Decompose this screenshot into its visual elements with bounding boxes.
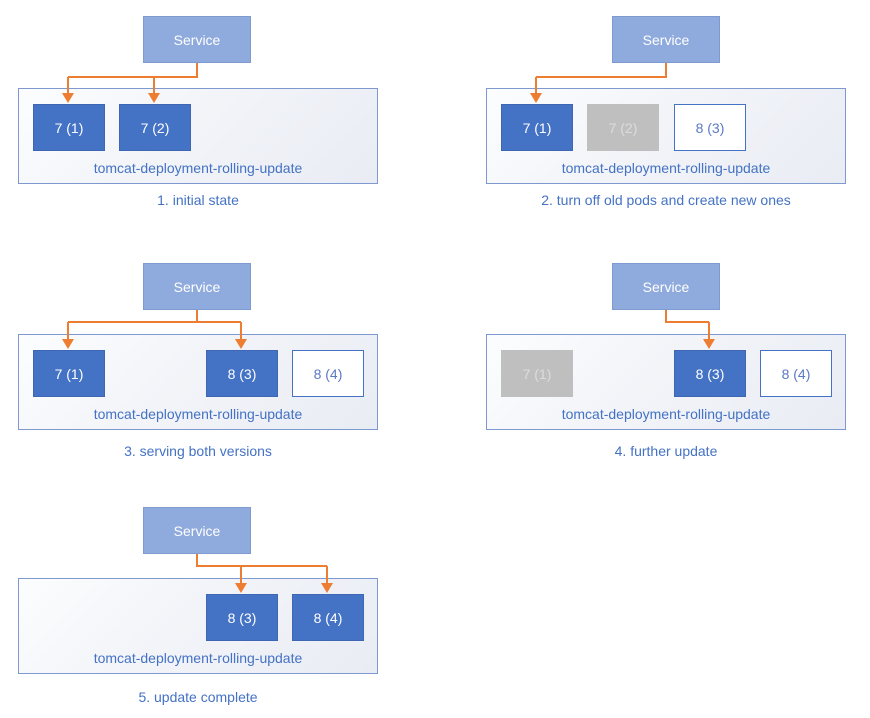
- panel-caption: 3. serving both versions: [124, 443, 272, 459]
- service-box: Service: [143, 16, 251, 63]
- service-label: Service: [173, 31, 221, 48]
- pod-label: 8 (3): [227, 365, 257, 382]
- pod-7-2: 7 (2): [587, 104, 659, 151]
- deployment-box: 7 (1) 8 (3) 8 (4) tomcat-deployment-roll…: [486, 334, 846, 430]
- pod-label: 7 (1): [522, 119, 552, 136]
- pod-label: 8 (4): [781, 365, 811, 382]
- pod-label: 7 (2): [140, 119, 170, 136]
- pod-label: 7 (1): [522, 365, 552, 382]
- service-label: Service: [173, 522, 221, 539]
- service-box: Service: [612, 263, 720, 310]
- pod-label: 8 (3): [695, 119, 725, 136]
- deployment-box: 7 (1) 7 (2) tomcat-deployment-rolling-up…: [18, 88, 378, 184]
- service-box: Service: [143, 507, 251, 554]
- pod-label: 7 (2): [608, 119, 638, 136]
- service-box: Service: [143, 263, 251, 310]
- pod-7-1: 7 (1): [501, 350, 573, 397]
- pod-8-3: 8 (3): [674, 350, 746, 397]
- pod-8-3: 8 (3): [206, 350, 278, 397]
- pod-label: 8 (4): [313, 365, 343, 382]
- pod-8-3: 8 (3): [674, 104, 746, 151]
- pod-7-2: 7 (2): [119, 104, 191, 151]
- deployment-box: 8 (3) 8 (4) tomcat-deployment-rolling-up…: [18, 578, 378, 674]
- pod-7-1: 7 (1): [33, 104, 105, 151]
- pod-8-3: 8 (3): [206, 594, 278, 641]
- deployment-label: tomcat-deployment-rolling-update: [93, 650, 303, 666]
- pod-label: 7 (1): [54, 119, 84, 136]
- deployment-label: tomcat-deployment-rolling-update: [561, 406, 771, 422]
- panel-caption: 5. update complete: [138, 689, 258, 705]
- service-label: Service: [173, 278, 221, 295]
- pod-label: 8 (4): [313, 609, 343, 626]
- pod-7-1: 7 (1): [33, 350, 105, 397]
- deployment-box: 7 (1) 8 (3) 8 (4) tomcat-deployment-roll…: [18, 334, 378, 430]
- pod-8-4: 8 (4): [292, 594, 364, 641]
- panel-caption: 2. turn off old pods and create new ones: [541, 192, 791, 208]
- deployment-label: tomcat-deployment-rolling-update: [93, 406, 303, 422]
- panel-caption: 1. initial state: [157, 192, 239, 208]
- panel-caption: 4. further update: [614, 443, 718, 459]
- pod-label: 8 (3): [695, 365, 725, 382]
- pod-8-4: 8 (4): [292, 350, 364, 397]
- deployment-label: tomcat-deployment-rolling-update: [93, 160, 303, 176]
- service-box: Service: [612, 16, 720, 63]
- deployment-label: tomcat-deployment-rolling-update: [561, 160, 771, 176]
- deployment-box: 7 (1) 7 (2) 8 (3) tomcat-deployment-roll…: [486, 88, 846, 184]
- pod-7-1: 7 (1): [501, 104, 573, 151]
- pod-label: 8 (3): [227, 609, 257, 626]
- service-label: Service: [642, 31, 690, 48]
- service-label: Service: [642, 278, 690, 295]
- pod-label: 7 (1): [54, 365, 84, 382]
- pod-8-4: 8 (4): [760, 350, 832, 397]
